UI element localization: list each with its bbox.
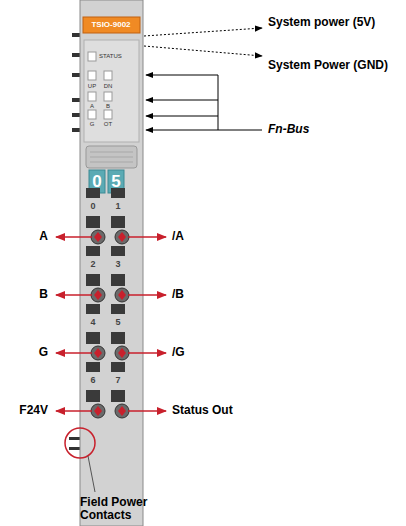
contact-mark xyxy=(118,348,126,358)
led-label: DN xyxy=(104,83,113,90)
signal-name: A xyxy=(39,230,48,243)
signal-name: /B xyxy=(172,288,184,301)
signal-arrow xyxy=(128,410,166,412)
spring-opening xyxy=(86,390,100,402)
spring-opening xyxy=(86,332,100,344)
contact-mark xyxy=(94,290,102,300)
signal-arrow xyxy=(56,410,92,412)
contact-mark xyxy=(118,406,126,416)
led-label: B xyxy=(106,103,110,110)
signal-name: B xyxy=(39,288,48,301)
led-label: UP xyxy=(88,83,96,90)
spring-opening xyxy=(111,390,125,402)
contact xyxy=(115,230,129,244)
led-label: G xyxy=(90,121,95,128)
signal-name: /G xyxy=(172,346,185,359)
contact-mark xyxy=(94,348,102,358)
led-label: A xyxy=(90,103,94,110)
display-digit: 0 xyxy=(92,173,101,192)
contact xyxy=(91,288,105,302)
signal-name: G xyxy=(39,346,48,359)
display-digit: 5 xyxy=(111,173,120,192)
contact xyxy=(91,346,105,360)
spring-opening xyxy=(86,304,100,314)
signal-name: /A xyxy=(172,230,184,243)
signal-arrow xyxy=(56,236,92,238)
contact-mark xyxy=(118,290,126,300)
signal-arrow xyxy=(56,352,92,354)
signal-arrow xyxy=(128,236,166,238)
spring-opening xyxy=(111,304,125,314)
contact xyxy=(115,288,129,302)
contact-mark xyxy=(118,232,126,242)
signal-name: Status Out xyxy=(172,404,233,417)
terminal-number: 6 xyxy=(90,376,95,386)
spring-opening xyxy=(111,246,125,256)
terminal-number: 0 xyxy=(90,202,95,212)
terminal-number: 2 xyxy=(90,260,95,270)
signal-name: System power (5V) xyxy=(268,16,375,29)
contact-mark xyxy=(94,232,102,242)
terminal-number: 7 xyxy=(115,376,120,386)
bus-name: Fn-Bus xyxy=(268,123,309,136)
contact xyxy=(115,346,129,360)
spring-opening xyxy=(86,216,100,228)
spring-opening xyxy=(111,332,125,344)
spring-opening xyxy=(86,274,100,286)
contact xyxy=(91,230,105,244)
terminal-number: 3 xyxy=(115,260,120,270)
contact xyxy=(91,404,105,418)
signal-name: F24V xyxy=(19,404,48,417)
led-label: OT xyxy=(104,121,112,128)
terminal-number: 1 xyxy=(115,202,120,212)
spring-opening xyxy=(111,216,125,228)
spring-opening xyxy=(86,246,100,256)
signal-name: System Power (GND) xyxy=(268,59,388,72)
signal-arrow xyxy=(56,294,92,296)
signal-arrow xyxy=(128,294,166,296)
callout-label: Field Power Contacts xyxy=(80,496,158,522)
spring-opening xyxy=(86,362,100,372)
spring-opening xyxy=(111,274,125,286)
contact xyxy=(115,404,129,418)
module-name: TSIO-9002 xyxy=(91,21,130,30)
signal-arrow xyxy=(128,352,166,354)
terminal-number: 5 xyxy=(115,318,120,328)
terminal-number: 4 xyxy=(90,318,95,328)
spring-opening xyxy=(111,362,125,372)
led-label: STATUS xyxy=(99,53,122,60)
contact-mark xyxy=(94,406,102,416)
